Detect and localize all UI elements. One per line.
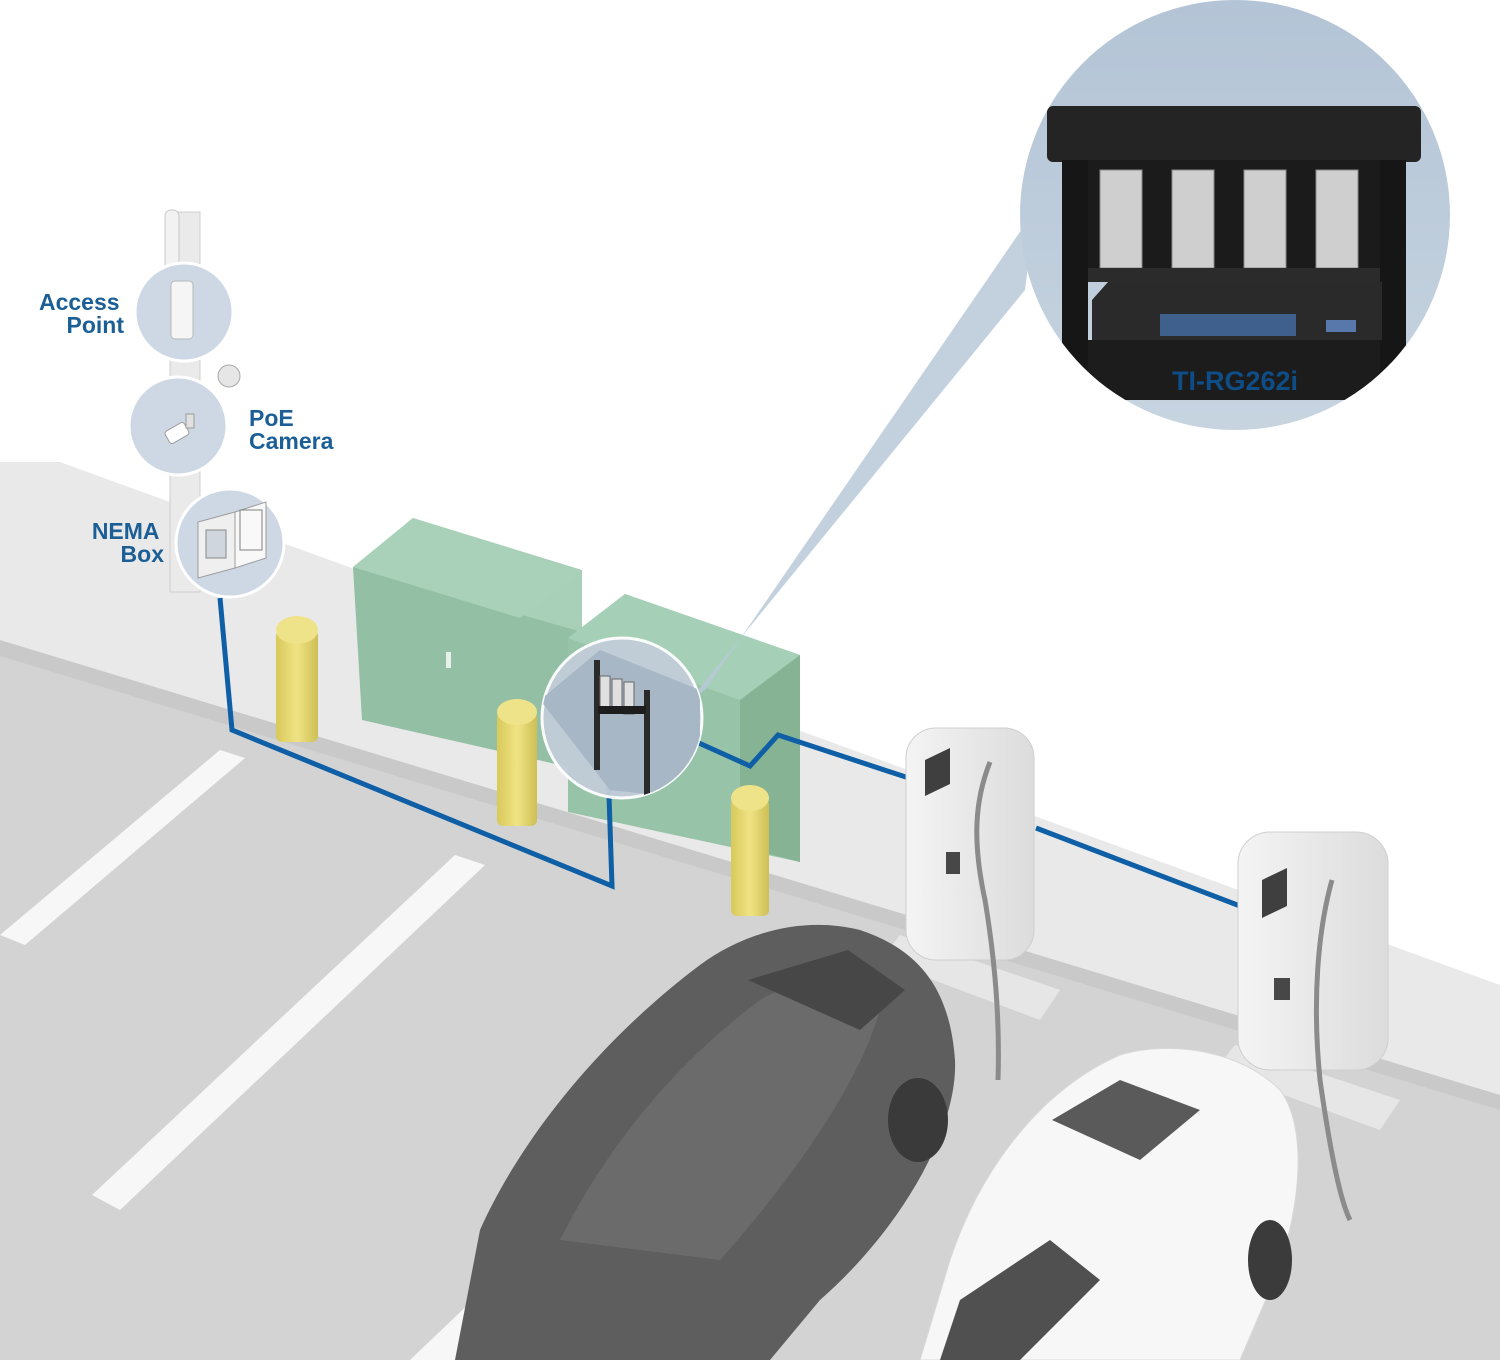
server-rack — [1047, 106, 1421, 400]
parking-line-2 — [92, 855, 485, 1210]
bollards — [276, 616, 769, 916]
zoom-beam — [690, 210, 1035, 700]
nema-box-callout: NEMA Box — [92, 487, 286, 599]
cabinet-zoom-callout — [540, 210, 1035, 800]
white-ev-car — [919, 1047, 1299, 1360]
ev-charger-1 — [880, 727, 1060, 1081]
poe-camera-callout: PoE Camera — [127, 375, 334, 477]
dark-car-windshield — [748, 950, 905, 1030]
cabinet-left-handle — [446, 652, 451, 668]
dark-ev-car — [455, 924, 956, 1360]
power-supply-2 — [1171, 169, 1215, 269]
bollard-2 — [497, 699, 537, 826]
rack-top-frame — [1047, 106, 1421, 162]
camera-mount-icon — [217, 364, 241, 388]
switch-model-label: TI-RG262i — [1172, 366, 1298, 396]
nema-box-icon — [197, 501, 267, 579]
switch-rack-callout: TI-RG262i — [1020, 0, 1450, 430]
power-supply-4 — [1315, 169, 1359, 269]
cable-to-second-charger — [1035, 825, 1241, 909]
cabinet-interior — [542, 650, 700, 798]
poe-camera-label: PoE Camera — [249, 405, 334, 454]
power-supply-3 — [1243, 169, 1287, 269]
charger-1-cable — [974, 761, 1001, 1081]
access-point-label: Access Point — [39, 289, 124, 338]
nema-box-label: NEMA Box — [92, 518, 164, 567]
bollard-3 — [731, 785, 769, 916]
white-car-wheel — [1248, 1220, 1292, 1300]
white-car-windshield — [940, 1240, 1100, 1360]
dark-car-wheel — [888, 1078, 948, 1162]
bollard-1 — [276, 616, 318, 742]
ev-charger-2 — [1215, 831, 1400, 1222]
power-supply-1 — [1099, 169, 1143, 269]
access-point-device — [170, 280, 194, 340]
charger-2-cable — [1313, 879, 1353, 1222]
parking-line-1 — [0, 750, 245, 945]
poe-camera-icon — [164, 413, 195, 444]
access-point-callout: Access Point — [39, 261, 241, 388]
white-car-sunroof — [1052, 1080, 1200, 1160]
